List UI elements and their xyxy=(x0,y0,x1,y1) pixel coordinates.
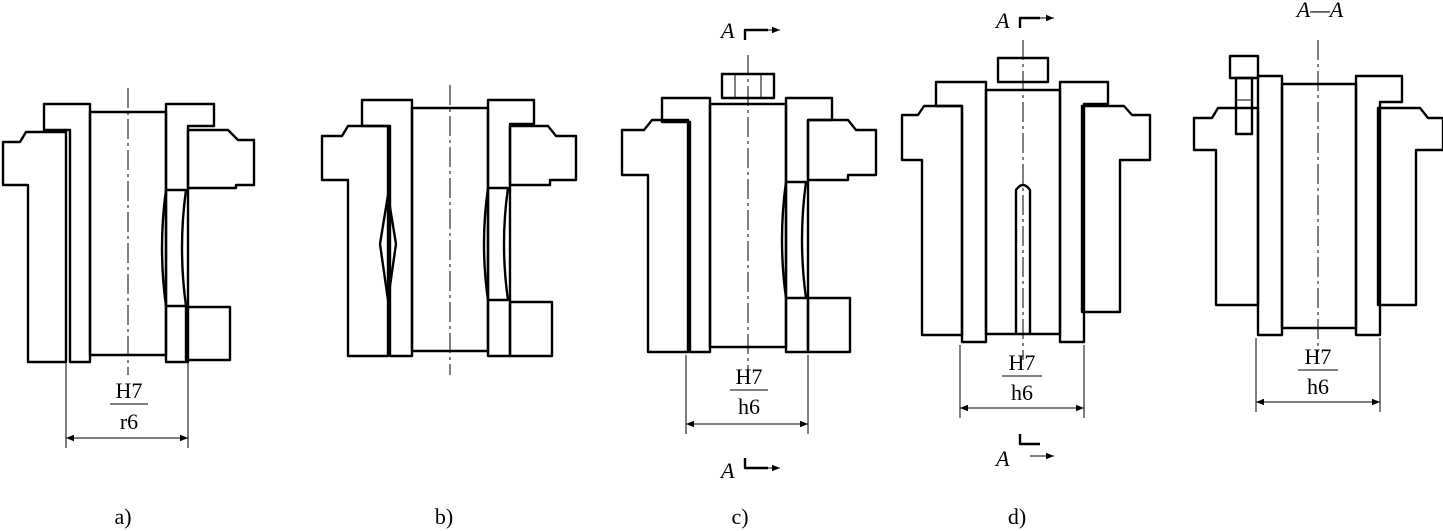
caption-b: b) xyxy=(435,504,453,529)
fit-bottom-e: h6 xyxy=(1307,374,1329,399)
figure-c: A A H7 h6 c) xyxy=(620,18,878,529)
section-mark-d-bottom: A xyxy=(994,446,1010,471)
figure-b: b) xyxy=(320,85,578,529)
view-title-a-a: A—A xyxy=(1295,0,1344,22)
section-mark-c-top: A xyxy=(719,18,735,43)
fit-top-c: H7 xyxy=(736,364,763,389)
caption-c: c) xyxy=(731,504,748,529)
figure-d: A A H7 h6 d) xyxy=(900,8,1152,529)
figure-a-a-section: A—A H7 h6 xyxy=(1192,0,1443,412)
fit-top-d: H7 xyxy=(1009,350,1036,375)
fit-bottom-c: h6 xyxy=(738,394,760,419)
fit-top-e: H7 xyxy=(1305,344,1332,369)
fit-bottom-d: h6 xyxy=(1011,380,1033,405)
section-mark-d-top: A xyxy=(994,8,1010,33)
fit-bottom-a: r6 xyxy=(120,409,138,434)
section-mark-c-bottom: A xyxy=(719,458,735,483)
figure-a: H7 r6 a) xyxy=(1,88,256,529)
fit-top-a: H7 xyxy=(116,378,143,403)
caption-d: d) xyxy=(1008,504,1026,529)
caption-a: a) xyxy=(114,504,131,529)
